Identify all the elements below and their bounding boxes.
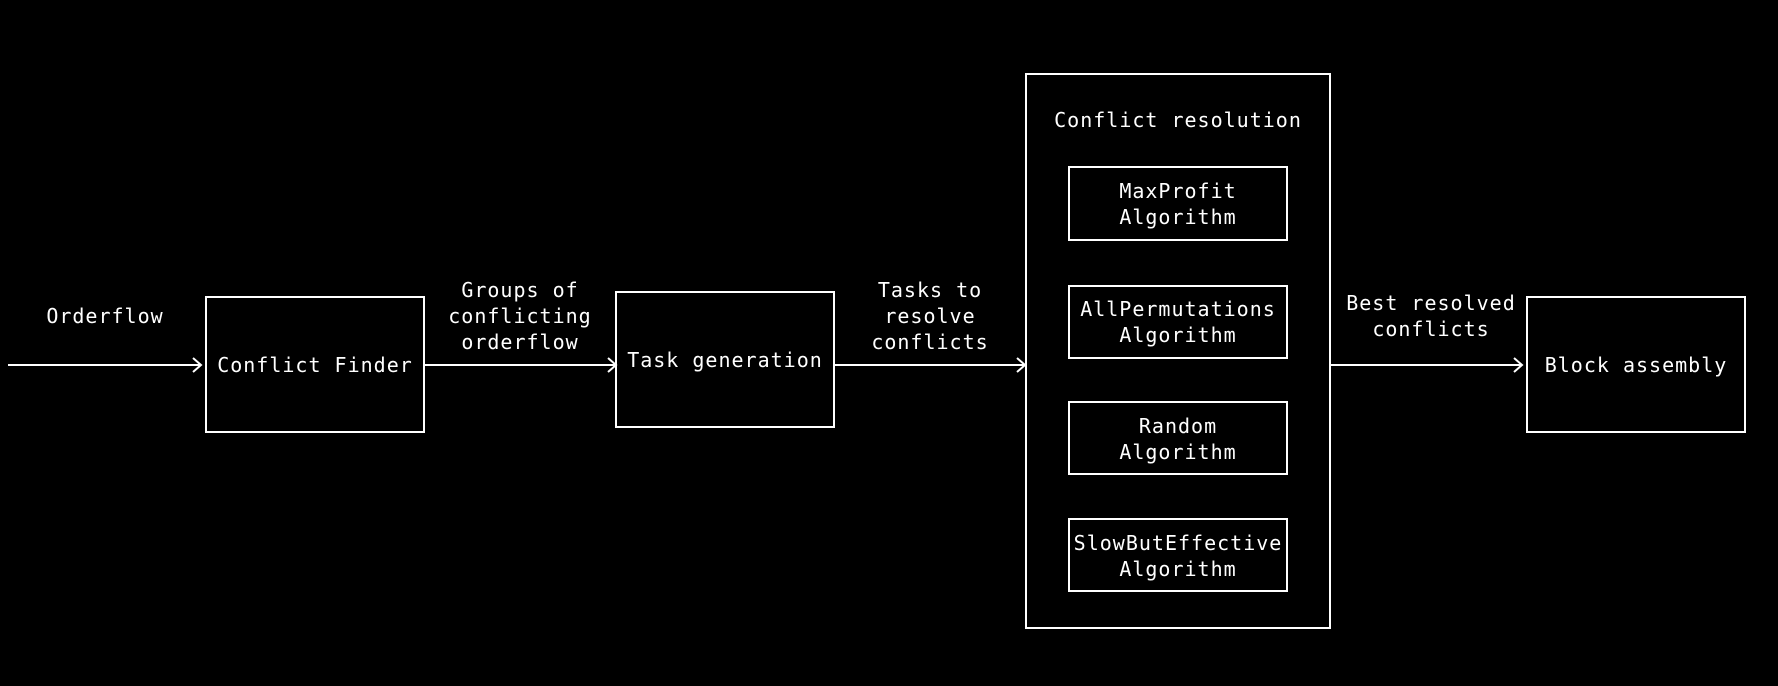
edge-label-orderflow: Orderflow — [46, 304, 163, 328]
algorithm-suffix: Algorithm — [1119, 557, 1236, 581]
algorithm-box — [1068, 166, 1288, 241]
algorithm-box-allpermutations: AllPermutations Algorithm — [1068, 285, 1288, 359]
task-generation-label: Task generation — [627, 348, 823, 372]
block-assembly-box — [1526, 296, 1746, 433]
edge-label-groups-line3: orderflow — [461, 330, 578, 354]
conflict-resolution-box — [1025, 73, 1331, 629]
arrow-head-icon — [1513, 357, 1524, 373]
algorithm-name: MaxProfit — [1119, 179, 1236, 203]
edge-tasks: Tasks to resolve conflicts — [834, 278, 1027, 373]
block-assembly-label: Block assembly — [1545, 353, 1728, 377]
algorithm-box — [1068, 401, 1288, 475]
algorithm-name: Random — [1139, 414, 1217, 438]
edge-label-best-line2: conflicts — [1372, 317, 1489, 341]
edge-label-tasks-line1: Tasks to — [878, 278, 982, 302]
conflict-finder-label: Conflict Finder — [217, 353, 413, 377]
algorithm-box-slowbuteffective: SlowButEffective Algorithm — [1068, 518, 1288, 592]
edge-label-tasks-line2: resolve — [884, 304, 975, 328]
task-generation-box — [615, 291, 835, 428]
edge-label-groups-line1: Groups of — [461, 278, 578, 302]
node-conflict-finder: Conflict Finder — [205, 296, 425, 433]
node-block-assembly: Block assembly — [1526, 296, 1746, 433]
edge-best: Best resolved conflicts — [1330, 291, 1524, 373]
edge-orderflow: Orderflow — [8, 304, 203, 373]
edge-label-groups-line2: conflicting — [448, 304, 591, 328]
algorithm-box — [1068, 285, 1288, 359]
conflict-resolution-title: Conflict resolution — [1054, 108, 1302, 132]
edge-label-tasks-line3: conflicts — [871, 330, 988, 354]
algorithm-box-random: Random Algorithm — [1068, 401, 1288, 475]
edge-label-best-line1: Best resolved — [1346, 291, 1516, 315]
arrow-head-icon — [192, 357, 203, 373]
node-conflict-resolution: Conflict resolution MaxProfit Algorithm … — [1025, 73, 1331, 629]
algorithm-suffix: Algorithm — [1119, 440, 1236, 464]
edge-groups: Groups of conflicting orderflow — [424, 278, 618, 373]
algorithm-name: AllPermutations — [1080, 297, 1276, 321]
algorithm-suffix: Algorithm — [1119, 323, 1236, 347]
algorithm-box-maxprofit: MaxProfit Algorithm — [1068, 166, 1288, 241]
node-task-generation: Task generation — [615, 291, 835, 428]
algorithm-suffix: Algorithm — [1119, 205, 1236, 229]
algorithm-name: SlowButEffective — [1074, 531, 1283, 555]
algorithm-box — [1068, 518, 1288, 592]
